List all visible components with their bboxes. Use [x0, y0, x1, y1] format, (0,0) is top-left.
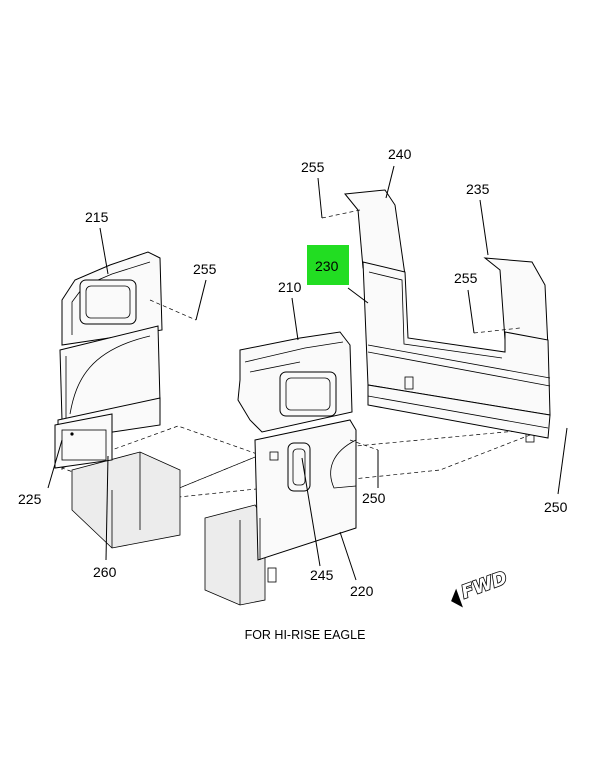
callout-235[interactable]: 235: [466, 181, 490, 197]
callout-225[interactable]: 225: [18, 491, 42, 507]
callout-210[interactable]: 210: [278, 279, 302, 295]
center-wall-panel: [237, 331, 357, 561]
callout-215[interactable]: 215: [85, 209, 109, 225]
callout-255-right[interactable]: 255: [454, 270, 478, 286]
callout-250-right[interactable]: 250: [544, 499, 568, 515]
fwd-label: FWD: [459, 567, 510, 603]
rear-wall-panel: [344, 189, 551, 443]
callout-255-top[interactable]: 255: [301, 159, 325, 175]
callout-260[interactable]: 260: [93, 564, 117, 580]
callout-240[interactable]: 240: [388, 146, 412, 162]
callout-230[interactable]: 230: [315, 258, 339, 274]
callout-labels: 215 255 225 260 210 230 240 255 235 255 …: [18, 146, 568, 599]
callout-255-left[interactable]: 255: [193, 261, 217, 277]
base-frame: [71, 451, 277, 606]
callout-245[interactable]: 245: [310, 567, 334, 583]
diagram-caption: FOR HI-RISE EAGLE: [245, 628, 366, 642]
forward-indicator: FWD: [451, 567, 511, 608]
highlight-box-230[interactable]: [307, 245, 349, 285]
forward-arrow-icon: [451, 588, 463, 608]
callout-250-center[interactable]: 250: [362, 490, 386, 506]
leader-lines: [47, 165, 568, 581]
callout-220[interactable]: 220: [350, 583, 374, 599]
left-wall-panel: [54, 251, 163, 469]
